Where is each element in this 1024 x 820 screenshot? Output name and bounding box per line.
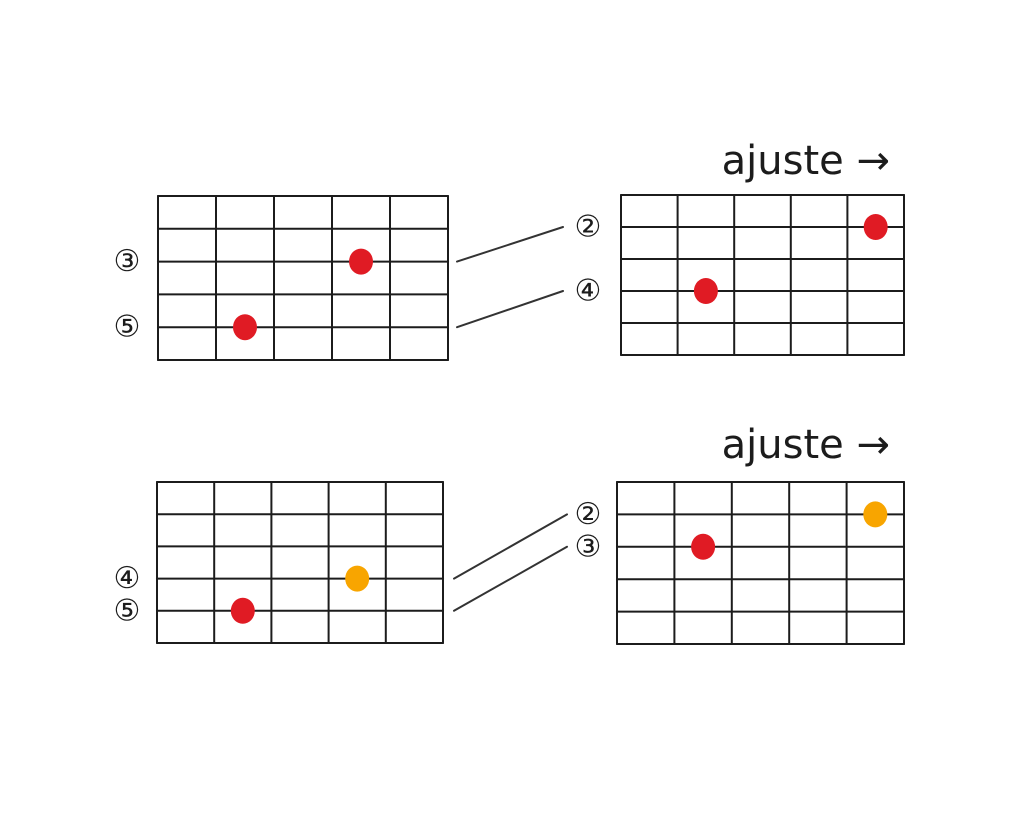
adjust-label: ajuste →	[722, 422, 890, 468]
string-number-label: ②	[575, 497, 602, 532]
source-fretboard: ④⑤	[114, 481, 444, 644]
string-number-label: ④	[114, 561, 141, 596]
finger-dot	[345, 565, 370, 592]
connector-line	[453, 513, 568, 580]
string-number-label: ③	[575, 529, 602, 564]
connector-line	[456, 226, 564, 263]
connector-lines	[456, 226, 564, 329]
example-2: ajuste → ④⑤ ②③	[114, 422, 905, 645]
finger-dot	[863, 501, 888, 528]
string-number-label: ⑤	[114, 310, 141, 345]
connector-line	[453, 545, 568, 612]
source-fretboard: ③⑤	[114, 195, 449, 361]
string-number-label: ⑤	[114, 593, 141, 628]
string-number-label: ③	[114, 244, 141, 279]
string-number-label: ②	[575, 210, 602, 245]
adjust-label: ajuste →	[722, 138, 890, 184]
target-fretboard: ②③	[575, 481, 905, 645]
finger-dot	[233, 314, 257, 341]
target-fretboard: ②④	[575, 194, 905, 356]
finger-dot	[691, 533, 716, 560]
example-1: ajuste → ③⑤ ②④	[114, 138, 905, 361]
finger-dot	[863, 214, 888, 240]
connector-line	[456, 290, 564, 329]
finger-dot	[693, 278, 718, 304]
string-number-label: ④	[575, 274, 602, 309]
connector-lines	[453, 513, 568, 612]
finger-dot	[349, 248, 373, 275]
finger-dot	[230, 597, 255, 624]
